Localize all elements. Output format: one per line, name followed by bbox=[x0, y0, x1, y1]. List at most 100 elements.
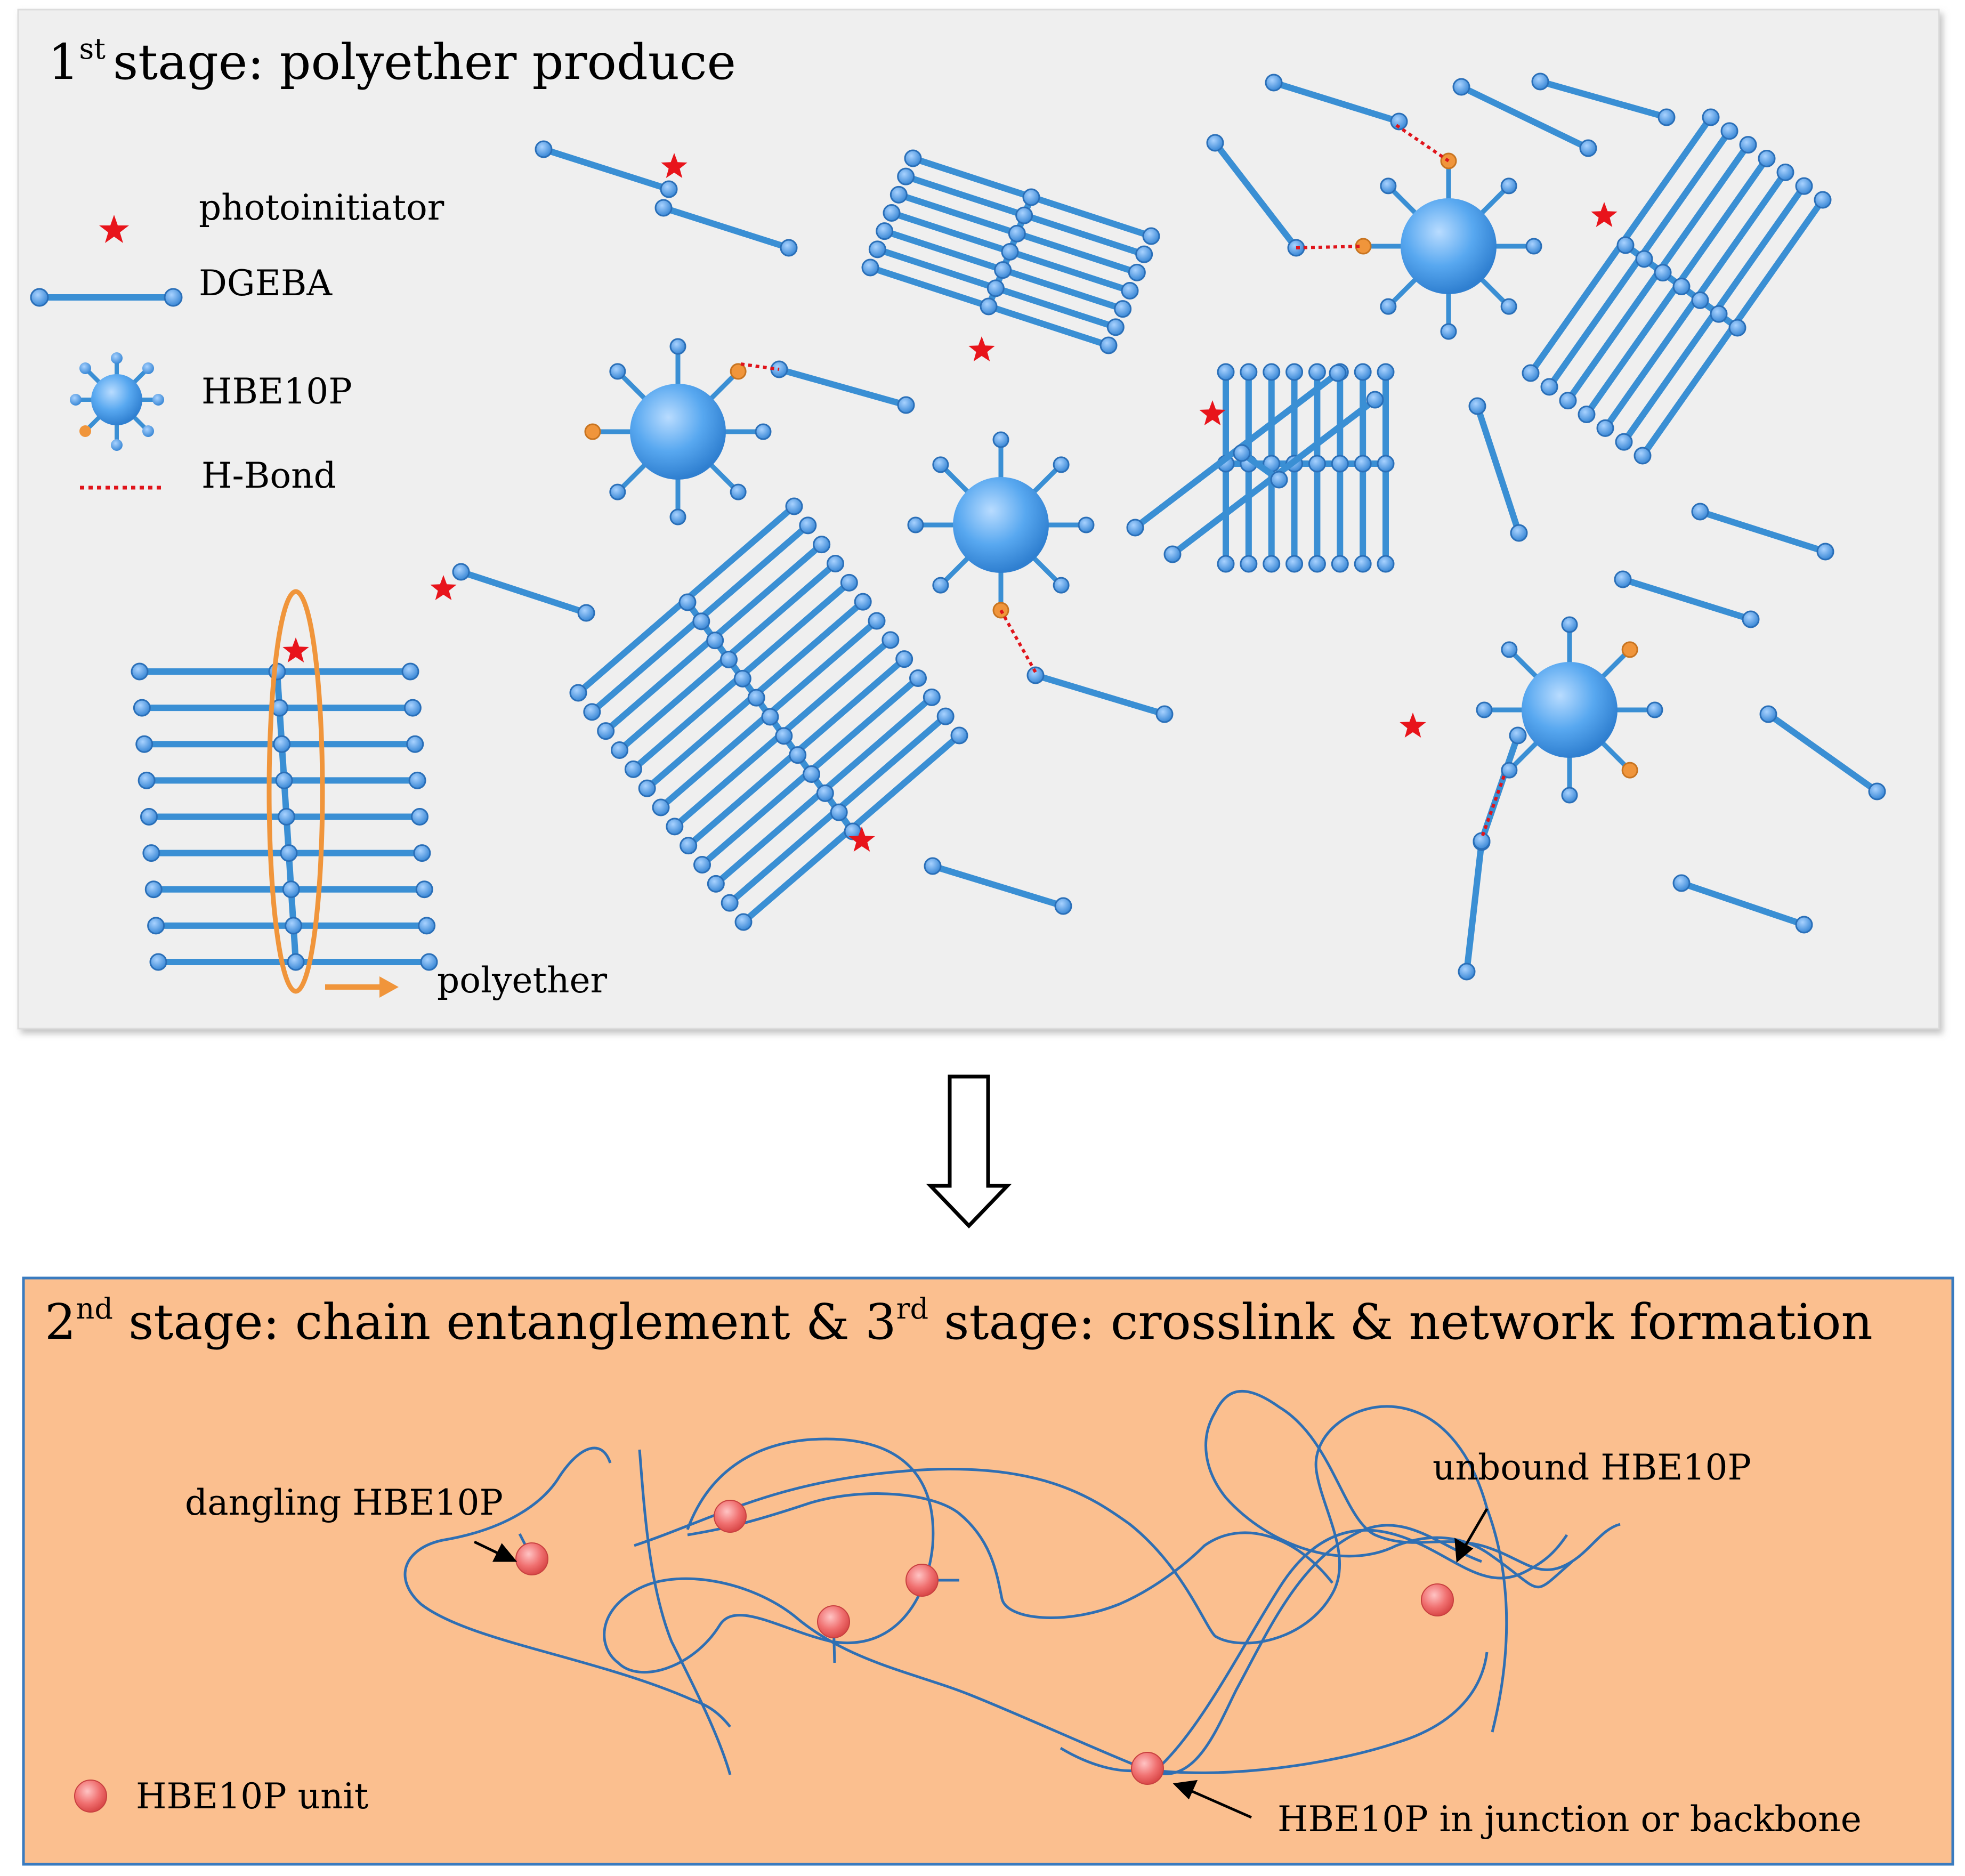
node-dot bbox=[1155, 705, 1174, 723]
node-dot bbox=[707, 875, 725, 893]
node-dot bbox=[577, 604, 595, 622]
hbe-unit-dangling bbox=[515, 1542, 548, 1575]
node-dot bbox=[730, 483, 747, 500]
node-dot bbox=[1308, 555, 1326, 573]
node-dot bbox=[624, 760, 642, 778]
polymer-network bbox=[403, 1390, 1621, 1775]
node-dot bbox=[1366, 391, 1384, 409]
node-dot bbox=[1579, 139, 1597, 157]
node-dot bbox=[720, 651, 738, 668]
node-dot bbox=[1263, 555, 1281, 573]
node-dot bbox=[706, 632, 724, 650]
dgeba-molecule bbox=[1620, 576, 1754, 622]
node-dot bbox=[1053, 456, 1070, 473]
node-dot bbox=[452, 563, 470, 581]
node-dot bbox=[1308, 455, 1326, 473]
network-chain-5 bbox=[603, 1437, 1482, 1775]
node-dot bbox=[854, 593, 872, 611]
node-dot bbox=[652, 798, 670, 816]
node-dot bbox=[1868, 782, 1886, 800]
node-dot bbox=[1814, 191, 1832, 209]
node-dot bbox=[950, 726, 968, 745]
node-dot bbox=[1691, 503, 1709, 521]
node-dot bbox=[1473, 832, 1491, 850]
h-bond bbox=[1395, 124, 1450, 163]
dgeba-molecule bbox=[776, 366, 909, 408]
node-dot bbox=[1217, 363, 1235, 381]
dgeba-molecule bbox=[1463, 839, 1485, 975]
polyether-arrow-icon bbox=[325, 976, 399, 998]
node-dot bbox=[1106, 318, 1125, 336]
node-dot bbox=[669, 338, 686, 355]
hbe-units bbox=[74, 1500, 1454, 1813]
node-dot bbox=[1015, 206, 1033, 224]
node-dot bbox=[1672, 874, 1691, 892]
dgeba-molecule bbox=[1032, 672, 1168, 717]
node-dot bbox=[1596, 419, 1614, 437]
legend-dgeba-icon bbox=[30, 288, 183, 307]
node-dot bbox=[692, 612, 710, 630]
node-dot bbox=[1510, 524, 1528, 542]
node-dot bbox=[1561, 616, 1578, 633]
node-dot bbox=[140, 808, 158, 826]
node-dot bbox=[924, 857, 942, 875]
node-dot bbox=[1354, 363, 1372, 381]
node-dot bbox=[638, 779, 656, 797]
node-dot bbox=[403, 699, 422, 717]
node-dot bbox=[721, 894, 739, 912]
node-dot bbox=[282, 880, 300, 899]
node-dot bbox=[876, 222, 894, 240]
node-dot bbox=[1476, 701, 1493, 718]
node-dot bbox=[1635, 250, 1653, 268]
node-dot bbox=[992, 431, 1009, 448]
node-dot bbox=[1776, 163, 1794, 181]
hbe-unit-2 bbox=[817, 1605, 850, 1638]
network-chain-10 bbox=[1204, 1411, 1573, 1589]
node-dot bbox=[733, 669, 751, 688]
legend-hbond-label: H-Bond bbox=[201, 455, 336, 496]
photoinitiator-star-icon bbox=[661, 153, 688, 178]
node-dot bbox=[285, 917, 303, 935]
node-dot bbox=[1377, 363, 1395, 381]
node-dot bbox=[1026, 666, 1045, 684]
node-dot bbox=[415, 880, 433, 899]
node-dot bbox=[994, 261, 1012, 279]
node-dot bbox=[1615, 433, 1633, 451]
dgeba-molecule bbox=[1697, 508, 1829, 555]
hbe10p-core bbox=[953, 477, 1049, 573]
node-dot bbox=[840, 573, 858, 592]
node-dot bbox=[609, 363, 626, 380]
node-dot bbox=[1099, 336, 1118, 354]
node-dot bbox=[149, 953, 167, 971]
node-dot bbox=[775, 727, 793, 745]
node-dot bbox=[923, 688, 941, 706]
node-dot bbox=[680, 837, 698, 855]
h-bond bbox=[740, 362, 780, 371]
node-dot bbox=[144, 880, 163, 899]
photoinitiator-star-icon bbox=[430, 575, 457, 600]
node-dot bbox=[1354, 555, 1372, 573]
photoinitiator-star-icon bbox=[282, 637, 309, 662]
node-dot bbox=[1206, 134, 1224, 152]
node-dot bbox=[1614, 570, 1632, 588]
photoinitiator-star-icon bbox=[1199, 400, 1226, 425]
node-dot bbox=[138, 771, 156, 789]
unit-legend-label: HBE10P unit bbox=[136, 1776, 368, 1817]
node-dot bbox=[142, 844, 160, 862]
node-dot bbox=[1500, 298, 1517, 315]
node-dot bbox=[609, 483, 626, 500]
node-dot bbox=[278, 808, 295, 826]
node-dot bbox=[1728, 319, 1746, 337]
hbe-unit-junction-2 bbox=[1131, 1752, 1164, 1785]
node-dot bbox=[1710, 305, 1728, 323]
dangling-label: dangling HBE10P bbox=[185, 1482, 503, 1523]
node-dot bbox=[1377, 455, 1395, 473]
network-chain-2 bbox=[638, 1449, 732, 1775]
node-dot bbox=[1001, 243, 1019, 261]
node-dot bbox=[1702, 108, 1720, 126]
node-dot bbox=[827, 555, 844, 572]
node-dot bbox=[418, 917, 436, 935]
node-dot bbox=[883, 204, 901, 222]
